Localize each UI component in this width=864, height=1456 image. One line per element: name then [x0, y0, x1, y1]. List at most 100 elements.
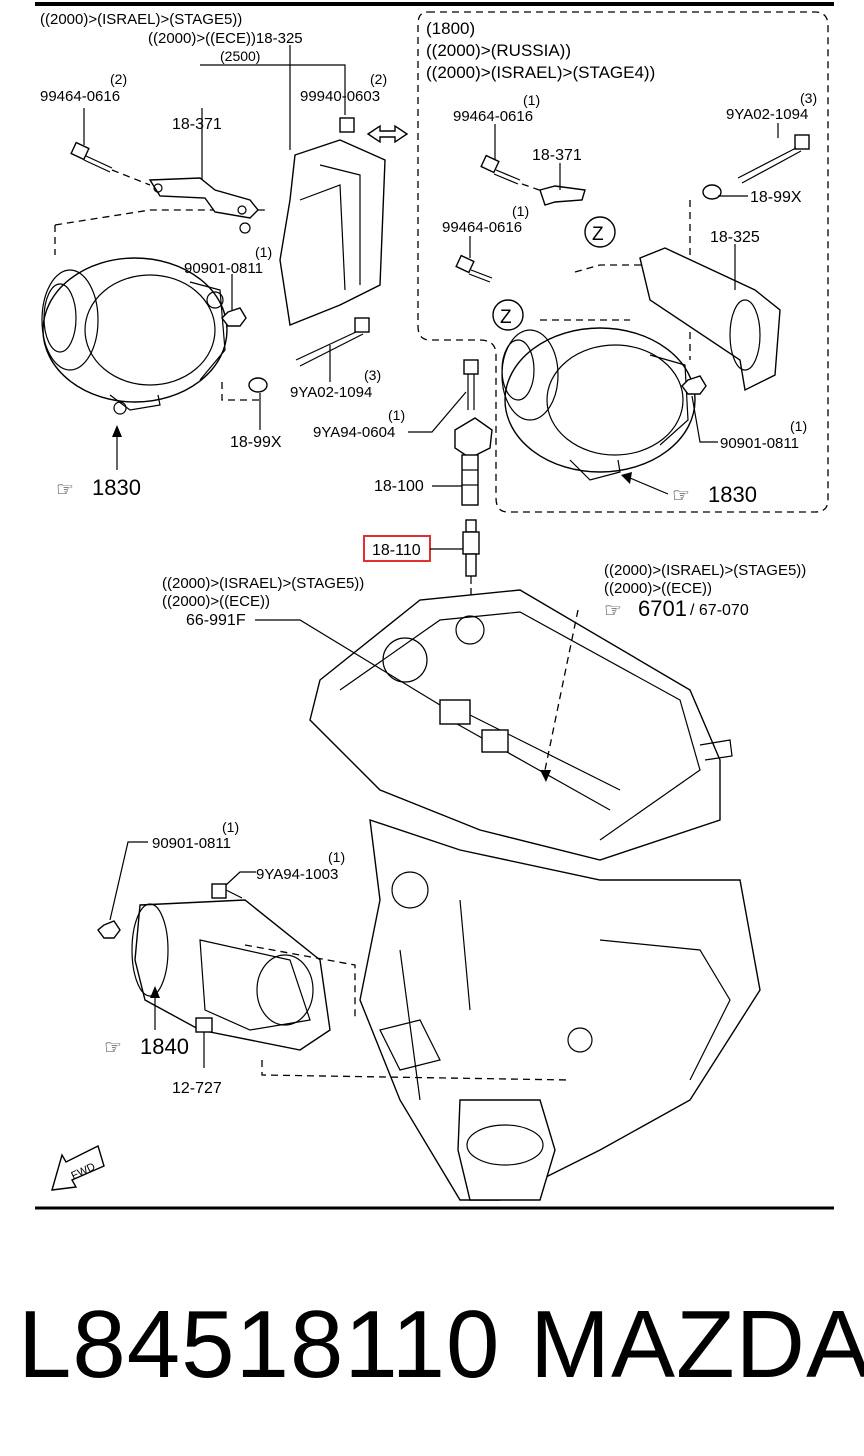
label-qty-1-f: (1) [222, 819, 239, 835]
bolt-9ya02-right-part [737, 134, 810, 184]
label-ref-1830-b: 1830 [708, 482, 757, 507]
alternator-right [501, 327, 696, 481]
bolt-99464-right-a-part [480, 154, 521, 185]
label-z-b: Z [500, 307, 512, 328]
alternator-left [41, 257, 228, 415]
label-bolt-9ya94-0604: 9YA94-0604 [313, 424, 395, 441]
arrowhead-1830-left [112, 425, 122, 437]
label-cover-18325: 18-325 [710, 229, 760, 246]
hand-icon-6701: ☞ [604, 600, 622, 622]
label-bracket-18371-b: 18-371 [532, 147, 582, 164]
label-cond-israel-stage5-top: ((2000)>(ISRAEL)>(STAGE5)) [40, 11, 242, 28]
label-qty-2-a: (2) [110, 71, 127, 87]
double-arrow [366, 124, 409, 144]
label-ref-1830-a: 1830 [92, 475, 141, 500]
label-bolt-99464-b: 99464-0616 [453, 108, 533, 125]
part-number: L84518110 [18, 1291, 501, 1398]
label-box-russia: ((2000)>(RUSSIA)) [426, 41, 571, 60]
bracket-18371-left-part [148, 177, 259, 234]
z-marker-a [584, 216, 616, 248]
hand-icon-1830-right: ☞ [672, 485, 690, 507]
leader-90901-right [691, 395, 718, 443]
label-connector-66991f: 66-991F [186, 612, 246, 629]
label-qty-1-a: (1) [255, 244, 272, 260]
bolt-9ya94-1003-part [211, 883, 243, 899]
leader-starter-a [244, 944, 356, 1020]
label-nut-90901-a: 90901-0811 [184, 260, 263, 277]
region-box-1800 [417, 11, 829, 513]
bolt-99464-left-part [70, 141, 113, 173]
bolt-99464-right-b-part [455, 254, 493, 283]
nut-90901-left-part [221, 307, 247, 327]
leader-starter-b [261, 1060, 571, 1081]
hand-icon-1830-left: ☞ [56, 479, 74, 501]
engine-block [309, 589, 761, 1201]
leader-66991f [255, 619, 441, 706]
footer: L84518110 MAZDA [0, 1285, 864, 1405]
leader-9ya94-0604 [408, 391, 467, 433]
label-bolt-9ya02-b: 9YA02-1094 [726, 106, 808, 123]
arrowhead-1840 [150, 986, 160, 998]
label-nut-90901-b: 90901-0811 [720, 435, 799, 452]
label-z-a: Z [592, 224, 604, 245]
leader-90901-starter [109, 841, 148, 921]
label-nut-90901-c: 90901-0811 [152, 835, 231, 852]
z-marker-b [492, 299, 524, 331]
nut-90901-starter-part [97, 920, 121, 939]
brand-name: MAZDA [530, 1291, 864, 1398]
label-box-1800: (1800) [426, 19, 475, 38]
label-cond-israel-stage5-mid: ((2000)>(ISRAEL)>(STAGE5)) [162, 575, 364, 592]
spark-plug-part [462, 519, 480, 584]
label-cond-ece-right: ((2000)>((ECE)) [604, 580, 712, 597]
nut-1899x-left-part [248, 377, 268, 393]
label-plug-18110: 18-110 [372, 542, 421, 559]
label-qty-1-d: (1) [790, 418, 807, 434]
arrowhead-1830-right [621, 472, 632, 484]
label-bolt-99464-a: 99464-0616 [40, 88, 120, 105]
label-cond-israel-stage5-right: ((2000)>(ISRAEL)>(STAGE5)) [604, 562, 806, 579]
label-qty-2500: (2500) [220, 48, 260, 64]
label-nut-1899x-a: 18-99X [230, 434, 282, 451]
label-bolt-99464-c: 99464-0616 [442, 219, 522, 236]
label-bolt-9ya02-a: 9YA02-1094 [290, 384, 372, 401]
nut-90901-right-part [681, 375, 707, 395]
bolt-9ya94-0604-part [463, 359, 479, 410]
bolt-12727-part [195, 1017, 213, 1068]
label-box-israel-stage4: ((2000)>(ISRAEL)>(STAGE4)) [426, 63, 655, 82]
label-nut-99940: 99940-0603 [300, 88, 380, 105]
arrowhead-6701 [540, 770, 551, 782]
starter-motor [131, 899, 331, 1051]
nut-1899x-right-part [702, 184, 722, 200]
ignition-coil-part [454, 417, 493, 506]
heat-shield-left-part [279, 139, 386, 326]
label-bracket-18371-a: 18-371 [172, 116, 222, 133]
label-qty-1-b: (1) [523, 92, 540, 108]
bracket-18371-right-part [539, 185, 586, 206]
label-qty-3-a: (3) [364, 367, 381, 383]
label-coil-18100: 18-100 [374, 478, 424, 495]
leader-alt-left-nut [221, 382, 260, 401]
leader-bolt-99464-left [111, 169, 151, 186]
label-qty-3-b: (3) [800, 90, 817, 106]
leader-bolt-99464-right-a [521, 183, 546, 193]
label-ref-67070: / 67-070 [690, 602, 749, 619]
arrow-1830-right [629, 477, 669, 495]
label-qty-1-e: (1) [388, 407, 405, 423]
label-qty-1-c: (1) [512, 203, 529, 219]
fwd-arrow-icon [51, 1145, 105, 1191]
bolt-9ya02-left-part [295, 317, 370, 367]
label-cond-ece-18325: ((2000)>((ECE))18-325 [148, 30, 303, 47]
leader-2500 [200, 64, 346, 115]
label-nut-1899x-b: 18-99X [750, 189, 802, 206]
heat-shield-right-part [639, 247, 781, 392]
nut-99940-part [339, 117, 355, 133]
label-bolt-12727: 12-727 [172, 1080, 222, 1097]
label-ref-6701: 6701 [638, 596, 687, 621]
leader-6701 [544, 609, 579, 771]
leader-9ya94-1003 [225, 871, 256, 886]
label-bolt-9ya94-1003: 9YA94-1003 [256, 866, 338, 883]
label-ref-1840: 1840 [140, 1034, 189, 1059]
label-qty-2-b: (2) [370, 71, 387, 87]
label-qty-1-g: (1) [328, 849, 345, 865]
